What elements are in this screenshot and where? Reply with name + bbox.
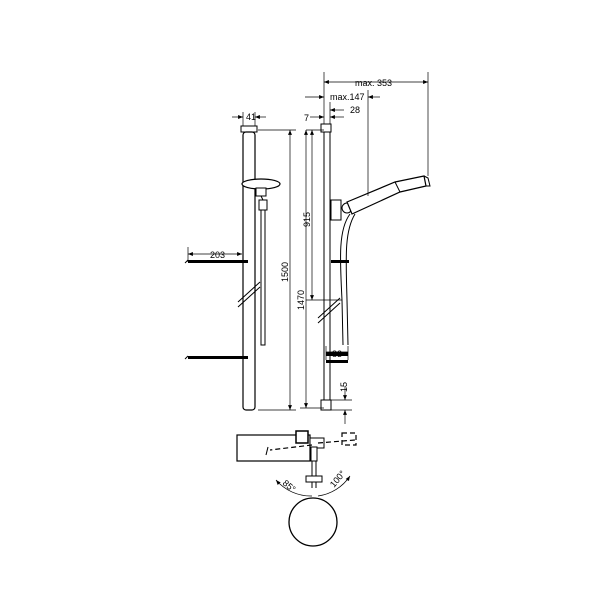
side-soap-dish <box>326 352 348 356</box>
swivel-dashed-left <box>269 444 313 451</box>
dimension-7: 7 <box>304 113 344 123</box>
label-41: 41 <box>246 112 256 122</box>
dimension-max353: max. 353 <box>323 72 429 176</box>
hose-side-left <box>339 213 351 346</box>
plan-view: 85° 100° <box>236 430 357 547</box>
label-203: 203 <box>210 250 225 260</box>
dimension-83: 83 <box>325 346 349 360</box>
soap-dish-lower <box>188 356 248 359</box>
label-1470: 1470 <box>296 290 306 310</box>
side-rail-bottom <box>320 399 332 411</box>
label-915: 915 <box>302 212 312 227</box>
shower-rail <box>242 131 256 411</box>
label-1500: 1500 <box>280 262 290 282</box>
swivel-dashed-box <box>341 432 357 446</box>
side-view <box>317 123 431 411</box>
dimension-15: 15 <box>330 382 352 424</box>
label-28: 28 <box>350 105 360 115</box>
break-mark-2 <box>237 286 261 308</box>
plan-rail-square <box>295 430 309 444</box>
label-max353: max. 353 <box>355 78 392 88</box>
slider <box>330 199 342 221</box>
side-rail-top <box>320 123 332 133</box>
label-83: 83 <box>332 349 342 359</box>
hand-shower-side <box>346 175 427 215</box>
side-rail <box>323 127 331 409</box>
label-85deg: 85° <box>281 478 298 495</box>
break-mark-1 <box>237 281 261 303</box>
plan-soap-dish <box>236 434 311 462</box>
plan-shower-head <box>288 497 338 547</box>
swivel-dashed-right <box>317 439 356 444</box>
dimension-1500: 1500 <box>258 129 296 411</box>
label-100deg: 100° <box>328 468 348 489</box>
dimension-28: 28 <box>329 102 360 124</box>
label-7: 7 <box>304 113 309 123</box>
label-15: 15 <box>339 382 349 392</box>
soap-dish-upper <box>188 260 248 263</box>
label-max147: max.147 <box>330 92 365 102</box>
handle-front <box>258 199 268 211</box>
hose-side-right <box>345 213 356 346</box>
front-view <box>184 125 281 411</box>
dimension-1470: 1470 <box>296 130 324 409</box>
rail-top-cap <box>240 125 258 133</box>
side-shelf <box>331 260 349 263</box>
dimension-max147: max.147 <box>305 90 380 196</box>
arc-85 <box>275 479 313 497</box>
dimension-203: 203 <box>187 247 242 262</box>
arc-100 <box>317 475 351 497</box>
dimension-41: 41 <box>232 112 266 126</box>
hand-shower-neck-front <box>255 187 267 197</box>
